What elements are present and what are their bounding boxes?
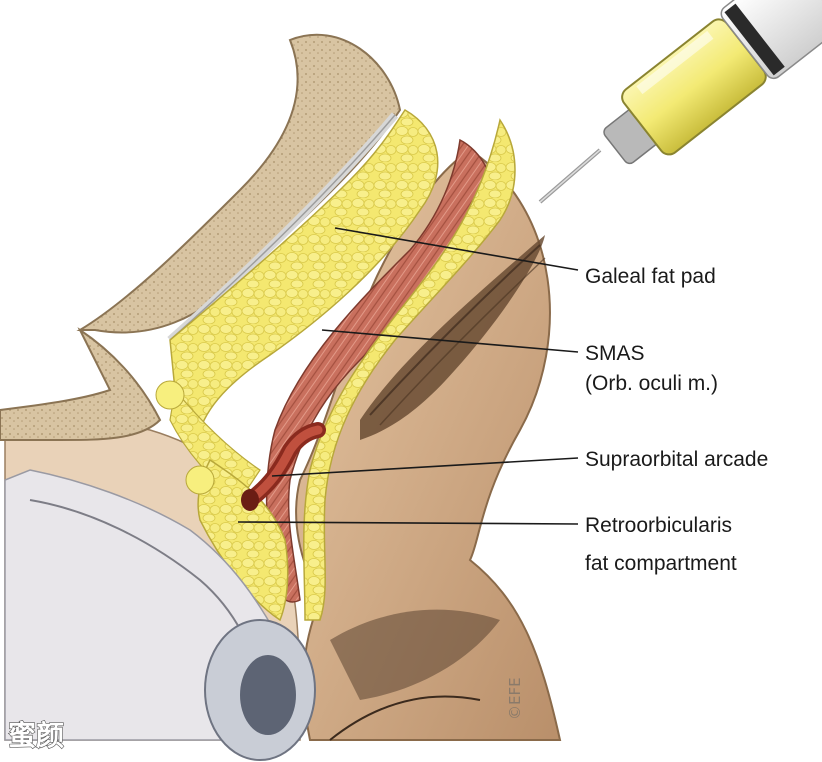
orbit-structures — [4, 469, 316, 761]
eyelashes — [329, 609, 500, 741]
leader-smas — [321, 329, 579, 353]
label-galeal-fat-pad: Galeal fat pad — [585, 265, 716, 288]
orbicularis-oculi-muscle — [265, 118, 516, 621]
label-supraorbital-arcade: Supraorbital arcade — [585, 448, 768, 471]
leader-arcade — [271, 457, 579, 477]
label-retroorbicularis: Retroorbicularis — [585, 514, 732, 537]
leader-retro — [237, 521, 579, 525]
retroorbicularis-fat — [155, 380, 289, 622]
leader-lines — [237, 227, 579, 525]
label-fat-compartment: fat compartment — [585, 552, 737, 575]
label-smas: SMAS — [585, 342, 645, 365]
galea-layer — [167, 112, 399, 343]
leader-galeal — [334, 227, 579, 271]
syringe — [538, 0, 822, 204]
watermark-logo: 蜜颜 — [8, 719, 64, 752]
copyright-mark: ©EFE — [506, 677, 524, 720]
frontal-bone — [0, 33, 402, 441]
eyebrow — [360, 235, 546, 440]
supraorbital-arcade — [241, 422, 326, 511]
label-orb-oculi: (Orb. oculi m.) — [585, 372, 718, 395]
